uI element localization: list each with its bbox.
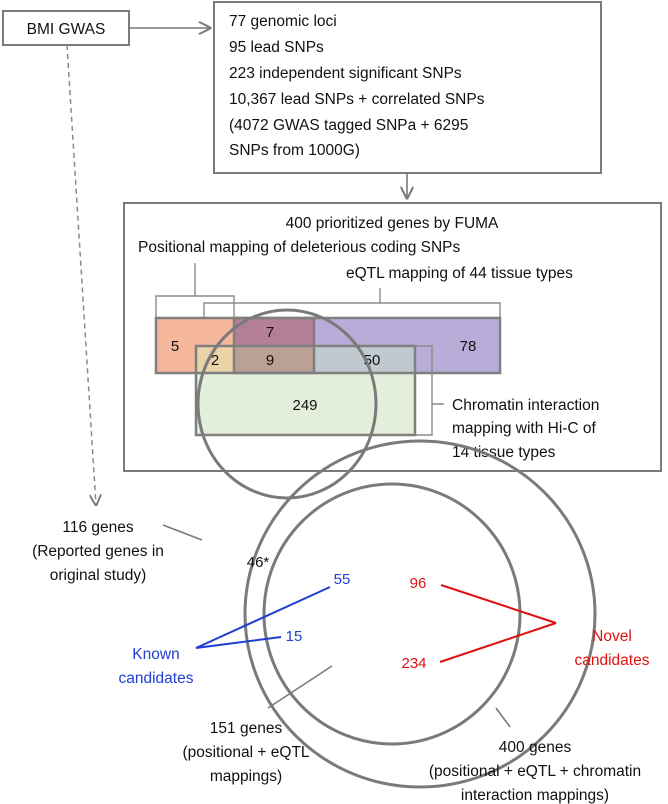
- count-all-three: 9: [266, 352, 274, 369]
- novel-label-line-2: candidates: [575, 652, 650, 669]
- genes151-label-line-3: mappings): [210, 768, 282, 785]
- summary-box: 77 genomic loci 95 lead SNPs 223 indepen…: [213, 1, 602, 174]
- known-connector-bottom: [195, 636, 282, 649]
- genes151-label-line-1: 151 genes: [210, 720, 283, 737]
- count-chromatin-only: 249: [292, 397, 317, 414]
- genes151-connector: [267, 665, 333, 709]
- novel-connector-bottom: [439, 622, 557, 663]
- count-positional-only: 5: [171, 338, 179, 355]
- region-chromatin-only: [196, 373, 415, 435]
- circle-151-genes: [262, 482, 522, 746]
- gwas-box: BMI GWAS: [2, 10, 130, 46]
- novel-connector-top: [440, 584, 557, 624]
- summary-line-1: 77 genomic loci: [229, 13, 337, 30]
- chromatin-bracket: [415, 345, 444, 436]
- chromatin-label-line-2: mapping with Hi-C of: [452, 420, 597, 437]
- region-positional-eqtl: [234, 318, 314, 346]
- eqtl-mapping-label: eQTL mapping of 44 tissue types: [346, 265, 573, 282]
- count-known-bottom: 15: [286, 628, 303, 645]
- summary-line-4: 10,367 lead SNPs + correlated SNPs: [229, 91, 485, 108]
- positional-bracket: [155, 263, 235, 318]
- known-connector-top: [195, 586, 331, 649]
- genes400-label-line-2: (positional + eQTL + chromatin: [429, 763, 641, 780]
- region-all-three: [234, 346, 314, 373]
- count-positional-eqtl: 7: [266, 324, 274, 341]
- count-original-only: 46*: [247, 554, 270, 571]
- summary-line-2: 95 lead SNPs: [229, 39, 324, 56]
- genes400-label-line-3: interaction mappings): [461, 787, 609, 804]
- count-novel-bottom: 234: [401, 655, 426, 672]
- eqtl-bracket: [203, 288, 501, 318]
- original-label-line-2: (Reported genes in: [32, 543, 164, 560]
- genes151-label-line-2: (positional + eQTL: [182, 744, 309, 761]
- venn-diagram: 116 genes (Reported genes in original st…: [32, 308, 650, 804]
- fuma-title: 400 prioritized genes by FUMA: [286, 215, 499, 232]
- summary-line-5: (4072 GWAS tagged SNPa + 6295: [229, 117, 468, 134]
- known-label-line-1: Known: [132, 646, 179, 663]
- genes400-label-line-1: 400 genes: [499, 739, 572, 756]
- chromatin-label-line-1: Chromatin interaction: [452, 397, 599, 414]
- novel-label-line-1: Novel: [592, 628, 632, 645]
- summary-line-6: SNPs from 1000G): [229, 142, 360, 159]
- circle-original-study: [196, 308, 378, 500]
- chromatin-set-outline: [194, 344, 417, 437]
- count-eqtl-only: 78: [460, 338, 477, 355]
- original-label-connector: [162, 524, 203, 541]
- dashed-arrow-gwas-to-original: [66, 44, 96, 505]
- fuma-box: 400 prioritized genes by FUMA Positional…: [123, 202, 662, 472]
- circle-400-genes: [243, 439, 597, 789]
- chromatin-label-line-3: 14 tissue types: [452, 444, 556, 461]
- count-positional-chromatin: 2: [211, 352, 219, 369]
- count-known-top: 55: [334, 571, 351, 588]
- original-label-line-1: 116 genes: [62, 519, 133, 536]
- gwas-label: BMI GWAS: [27, 21, 106, 38]
- known-label-line-2: candidates: [119, 670, 194, 687]
- summary-line-3: 223 independent significant SNPs: [229, 65, 462, 82]
- genes400-connector: [495, 707, 511, 728]
- original-label-line-3: original study): [50, 567, 147, 584]
- positional-mapping-label: Positional mapping of deleterious coding…: [138, 239, 460, 256]
- count-novel-top: 96: [410, 575, 427, 592]
